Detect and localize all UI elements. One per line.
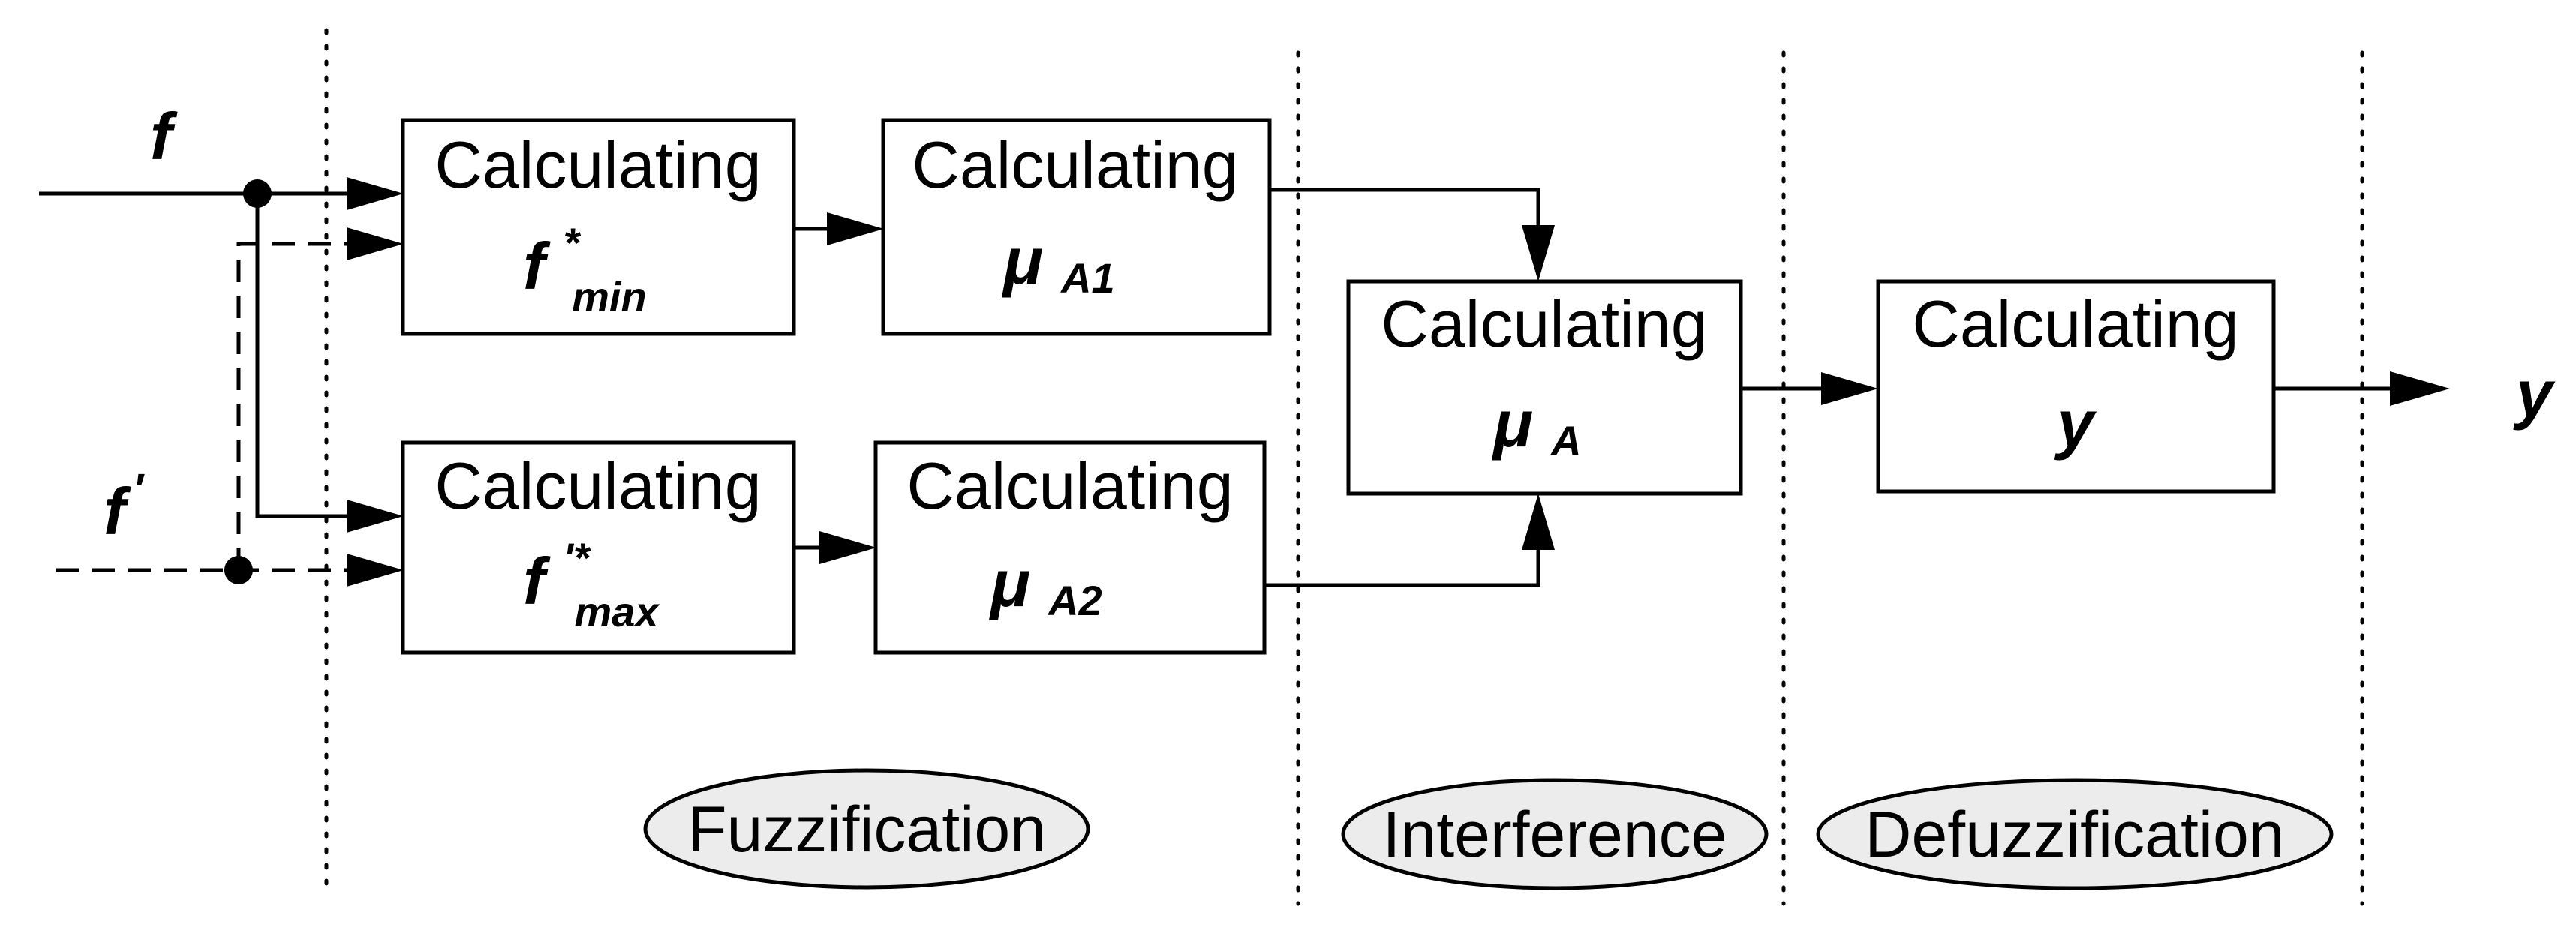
block-calc-y-title: Calculating [1912,287,2238,361]
block-calc-f-max-frame [401,440,796,655]
f-prime-branch-to-fmin [236,242,360,570]
block-calc-mu-a-title: Calculating [1381,287,1707,361]
block-calc-mu-a2-frame [873,440,1267,655]
stage-defuzzification-ellipse [1816,778,2334,890]
mua2-to-mua [1264,540,1540,587]
f-prime-junction-dot [224,556,253,584]
stage-interference-label: Interference [1383,799,1727,871]
stage-fuzzification-label: Fuzzification [687,794,1046,866]
block-calc-y-frame [1876,279,2276,494]
arrow-f-to-fmax [347,500,404,533]
block-calc-f-max: Calculating f'*max [401,440,796,655]
arrow-mua-to-y [1821,372,1878,405]
stage-separators [324,28,2364,906]
input-label-f-prime: f′ [104,464,145,548]
mua1-to-mua [1268,188,1540,240]
stage-defuzzification-label: Defuzzification [1865,799,2284,871]
f-junction-dot [243,179,272,208]
stage-defuzzification: Defuzzification [1816,778,2334,890]
block-calc-mu-a1-title: Calculating [912,128,1238,202]
arrow-fprime-to-fmax [347,554,404,587]
arrow-fprime-to-fmin [347,227,404,260]
block-calc-f-min-title: Calculating [434,128,761,202]
input-label-f: f [150,99,178,173]
block-calc-y-symbol: y [2054,386,2097,461]
arrow-mua1-to-mua [1522,225,1555,281]
block-calc-y: Calculating y [1876,279,2276,494]
block-calc-mu-a1-frame [881,118,1272,336]
output-label-y: y [2513,356,2556,431]
signal-lines [39,188,2405,587]
f-branch-to-fmax [255,194,360,518]
arrow-y-output [2390,371,2450,406]
arrow-f-to-fmin [347,177,404,210]
arrow-fmin-to-mua1 [827,212,884,245]
arrow-mua2-to-mua [1522,494,1555,550]
stage-fuzzification: Fuzzification [643,768,1090,890]
stage-interference: Interference [1341,778,1769,890]
block-calc-f-max-title: Calculating [434,449,761,523]
block-calc-mu-a-frame [1346,279,1743,496]
arrow-heads [347,177,2450,587]
stage-interference-ellipse [1341,778,1769,890]
arrow-fmax-to-mua2 [819,531,876,564]
stage-fuzzification-ellipse [643,768,1090,890]
block-calc-mu-a2-title: Calculating [906,449,1233,523]
block-calc-f-min-frame [401,118,796,336]
block-calc-f-min: Calculating f*min [401,118,796,336]
